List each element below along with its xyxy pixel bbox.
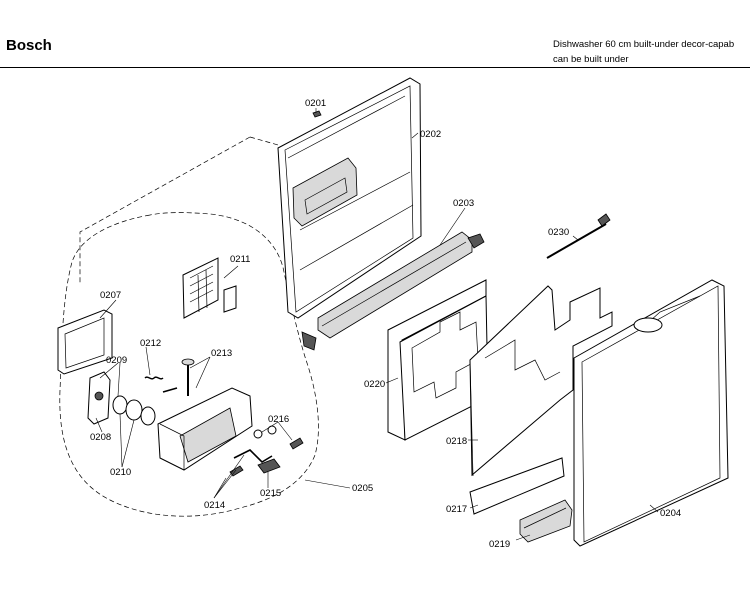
part-0201-screw [312,110,322,118]
part-0207-handle-frame [57,309,113,375]
header-divider [0,67,750,68]
part-0210-ring [112,395,128,415]
description-line-2: can be built under [553,54,629,65]
label-0201: 0201 [305,98,326,109]
part-0217-strip [469,457,565,515]
part-0216-ball [253,429,263,439]
part-0218-insulation [469,285,613,477]
part-0212-pin [162,387,178,393]
label-0217: 0217 [446,504,467,515]
label-0216: 0216 [268,414,289,425]
group-outline-0205 [59,212,319,517]
part-0203-trim-strip [301,231,485,351]
label-0212: 0212 [140,338,161,349]
label-0211: 0211 [230,254,250,265]
label-0204: 0204 [660,508,681,519]
part-0211-detergent-panel [182,257,237,319]
part-0230-rod [546,213,611,259]
part-0216-spring [289,437,304,450]
projection-line-right [249,136,279,146]
label-0220: 0220 [364,379,385,390]
part-0210-ring-inner [125,399,143,421]
label-0209: 0209 [106,355,127,366]
part-0208-handle [87,371,111,425]
description-line-1: Dishwasher 60 cm built-under decor-capab [553,39,735,50]
projection-line-left [79,136,251,285]
label-0210: 0210 [110,467,131,478]
part-0212-spring [144,376,164,380]
part-0209-ring [140,406,156,426]
part-0214-spring [229,465,244,477]
brand-title: Bosch [6,37,52,54]
label-0230: 0230 [548,227,569,238]
label-0208: 0208 [90,432,111,443]
label-0213: 0213 [211,348,232,359]
label-0214: 0214 [204,500,225,511]
leader-lines [95,108,659,541]
part-lock-housing [157,387,253,471]
part-0220-insulation [387,279,489,441]
label-0202: 0202 [420,129,441,140]
label-0207: 0207 [100,290,121,301]
label-0215: 0215 [260,488,281,499]
label-0203: 0203 [453,198,474,209]
label-0205: 0205 [352,483,373,494]
model-description: Dishwasher 60 cm built-under decor-capab… [553,37,734,67]
part-0204-outer-door [573,279,729,547]
part-0202-inner-door [277,77,422,319]
part-0214-lever [233,449,273,464]
part-0213-bolt [181,358,195,396]
label-0219: 0219 [489,539,510,550]
part-0219-bottom-trim [519,499,573,543]
label-0218: 0218 [446,436,467,447]
part-0215-block [257,458,281,474]
